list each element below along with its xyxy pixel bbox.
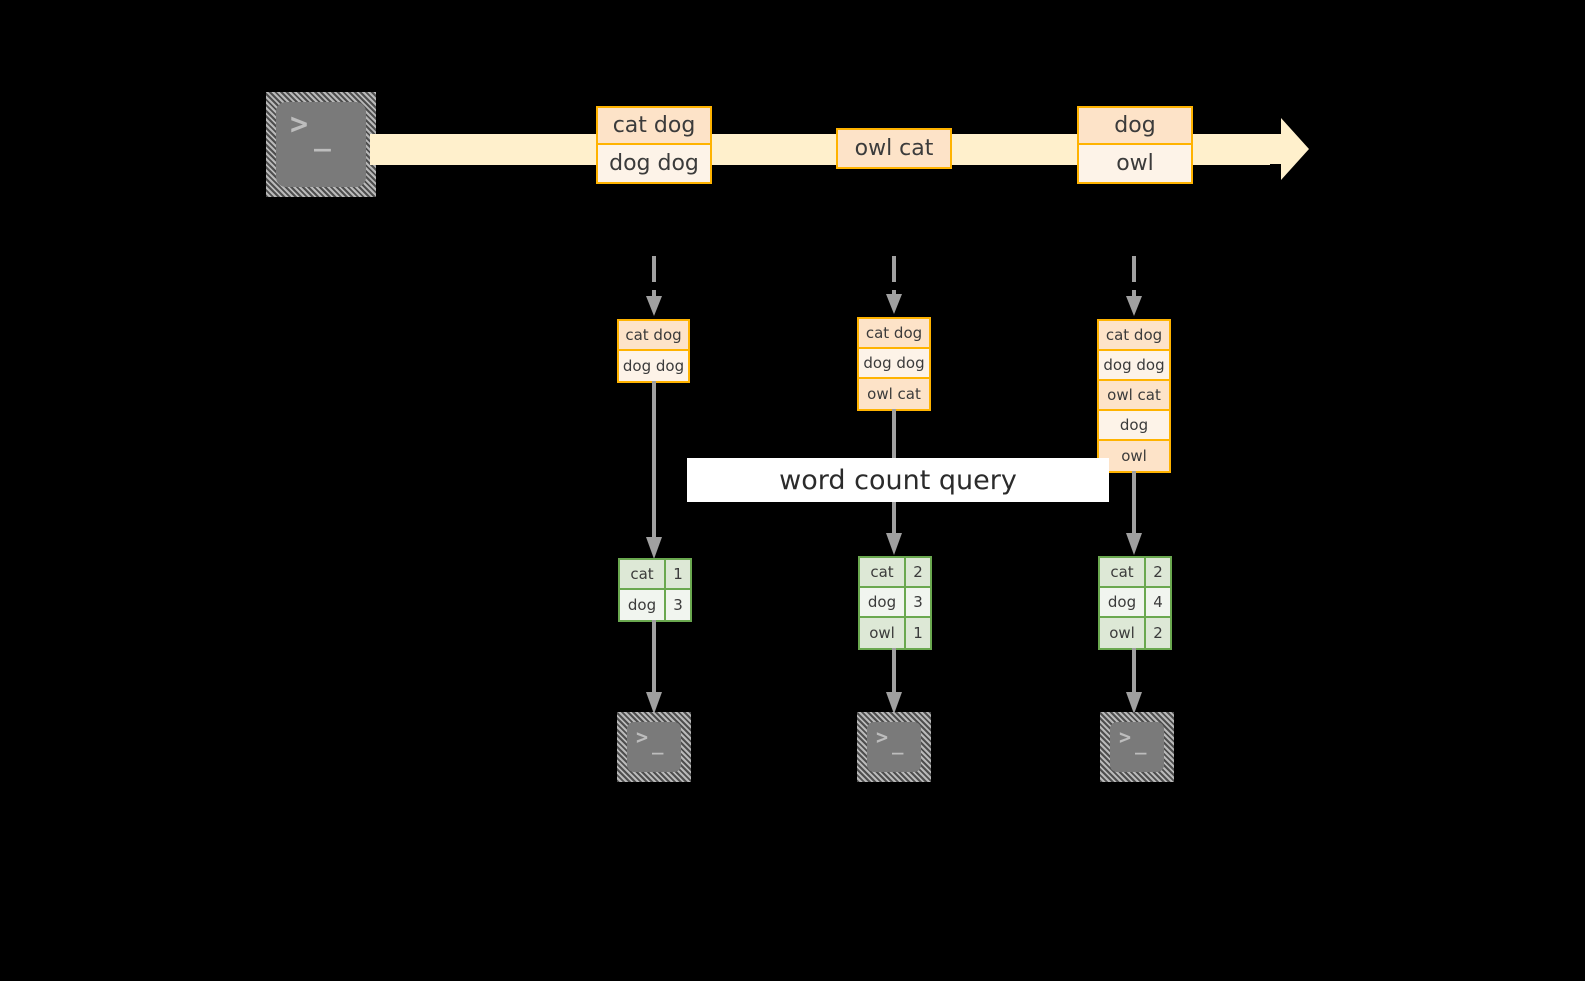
trigger-3-input-box: cat dog dog dog owl cat dog owl [1097,319,1171,473]
result-count: 1 [906,618,930,648]
result-word: dog [860,588,906,616]
trigger-2-sink-terminal-icon: > _ [857,712,931,782]
stream-record-line: cat dog [598,108,710,145]
stream-record-line: owl cat [838,130,950,167]
terminal-prompt-cursor: _ [652,733,664,755]
table-row: owl 1 [860,618,930,648]
result-count: 3 [906,588,930,616]
trigger-3-sink-arrow-icon [1126,648,1142,716]
dashed-down-arrow-icon [886,256,902,318]
table-row: dog 4 [1100,588,1170,618]
trigger-2-result-table: cat 2 dog 3 owl 1 [858,556,932,650]
result-count: 3 [666,590,690,620]
trigger-1-input-box: cat dog dog dog [617,319,690,383]
trigger-3-result-table: cat 2 dog 4 owl 2 [1098,556,1172,650]
table-row: cat 1 [620,560,690,590]
result-count: 2 [1146,558,1170,586]
dashed-down-arrow-icon [646,256,662,320]
input-line: cat dog [619,321,688,351]
table-row: dog 3 [860,588,930,618]
dashed-down-arrow-icon [1126,256,1142,320]
terminal-prompt-cursor: _ [314,119,331,152]
table-row: cat 2 [1100,558,1170,588]
terminal-prompt-chevron: > [876,725,889,749]
result-word: cat [1100,558,1146,586]
stream-record-batch-1: cat dog dog dog [596,106,712,184]
result-word: dog [1100,588,1146,616]
result-word: cat [620,560,666,588]
result-word: dog [620,590,666,620]
terminal-screen: > _ [276,102,366,187]
result-word: owl [860,618,906,648]
result-count: 1 [666,560,690,588]
stream-record-line: owl [1079,145,1191,182]
trigger-2-sink-arrow-icon [886,648,902,716]
input-line: dog dog [619,351,688,381]
input-line: dog dog [1099,351,1169,381]
trigger-3-sink-terminal-icon: > _ [1100,712,1174,782]
terminal-screen: > _ [867,722,921,772]
input-line: dog dog [859,349,929,379]
terminal-screen: > _ [627,722,681,772]
trigger-1-query-arrow-icon [646,381,662,561]
stream-arrow-head-icon [1255,118,1309,180]
input-line: owl cat [1099,381,1169,411]
query-label-band: word count query [687,458,1109,502]
input-line: cat dog [859,319,929,349]
trigger-3-query-arrow-icon [1126,471,1142,557]
result-count: 2 [906,558,930,586]
result-count: 2 [1146,618,1170,648]
result-count: 4 [1146,588,1170,616]
stream-record-batch-2: owl cat [836,128,952,169]
stream-record-line: dog [1079,108,1191,145]
table-row: cat 2 [860,558,930,588]
source-terminal-icon: > _ [266,92,376,197]
terminal-prompt-cursor: _ [892,733,904,755]
terminal-prompt-chevron: > [290,107,309,142]
query-label-text: word count query [779,464,1017,496]
table-row: dog 3 [620,590,690,620]
trigger-1-sink-terminal-icon: > _ [617,712,691,782]
terminal-prompt-cursor: _ [1135,733,1147,755]
trigger-2-input-box: cat dog dog dog owl cat [857,317,931,411]
trigger-1-sink-arrow-icon [646,620,662,716]
trigger-1-result-table: cat 1 dog 3 [618,558,692,622]
stream-record-batch-3: dog owl [1077,106,1193,184]
input-line: owl cat [859,379,929,409]
terminal-prompt-chevron: > [636,725,649,749]
input-line: dog [1099,411,1169,441]
result-word: owl [1100,618,1146,648]
terminal-screen: > _ [1110,722,1164,772]
result-word: cat [860,558,906,586]
input-line: cat dog [1099,321,1169,351]
input-line: owl [1099,441,1169,471]
terminal-prompt-chevron: > [1119,725,1132,749]
table-row: owl 2 [1100,618,1170,648]
stream-record-line: dog dog [598,145,710,182]
